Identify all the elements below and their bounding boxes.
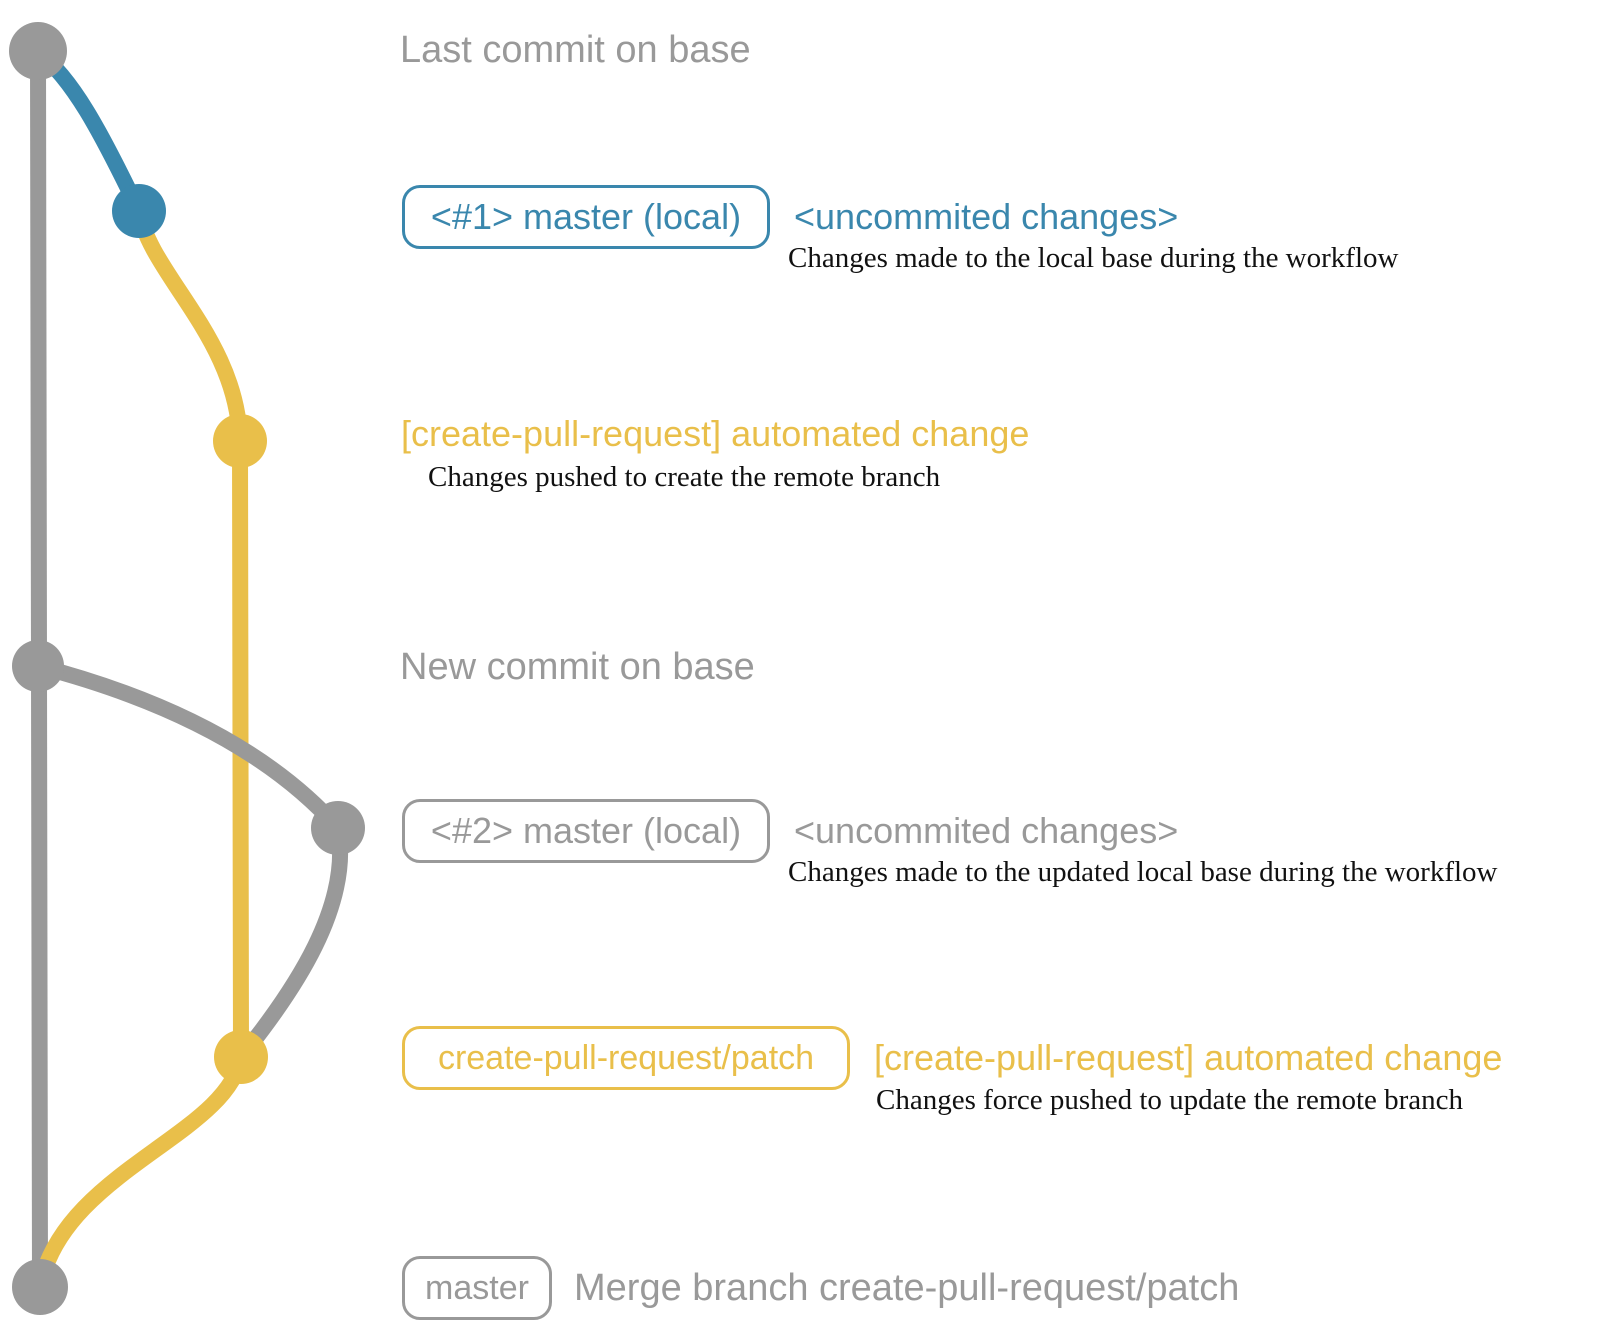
- branch-badge-label: master: [425, 1268, 529, 1307]
- local-2-to-patch-curve: [233, 820, 349, 1065]
- patch-branch-curve-up: [131, 203, 248, 453]
- row-merge: master Merge branch create-pull-request/…: [402, 1256, 1239, 1320]
- branch-badge-master-local-2: <#2> master (local): [402, 799, 770, 863]
- local-branch-2-curve: [30, 658, 346, 836]
- commit-dot-patch-2: [214, 1030, 268, 1084]
- commit-dot-merge: [12, 1259, 68, 1315]
- commit-dot-local-1: [112, 184, 166, 238]
- row-local-2: <#2> master (local) <uncommited changes>: [402, 799, 1178, 863]
- label-last-commit-on-base: Last commit on base: [400, 29, 751, 71]
- commit-dot-new-base: [12, 640, 64, 692]
- branch-badge-master-local-1: <#1> master (local): [402, 185, 770, 249]
- commit-dot-last-base: [9, 22, 67, 80]
- branch-badge-master: master: [402, 1256, 552, 1320]
- local-branch-1-curve: [30, 44, 147, 219]
- commit-dot-patch-1: [213, 414, 267, 468]
- branch-badge-label: create-pull-request/patch: [437, 1038, 815, 1077]
- commit-message-patch-2: [create-pull-request] automated change: [874, 1037, 1503, 1078]
- commit-message-local-1: <uncommited changes>: [794, 196, 1179, 237]
- patch-merge-curve: [32, 1049, 249, 1295]
- annotation-local-2: Changes made to the updated local base d…: [788, 856, 1498, 888]
- commit-dot-local-2: [311, 801, 365, 855]
- label-new-commit-on-base: New commit on base: [400, 646, 755, 688]
- row-patch-2: create-pull-request/patch [create-pull-r…: [402, 1026, 1502, 1090]
- commit-message-patch-1: [create-pull-request] automated change: [401, 413, 1030, 454]
- row-local-1: <#1> master (local) <uncommited changes>: [402, 185, 1178, 249]
- branch-badge-patch: create-pull-request/patch: [402, 1026, 850, 1090]
- annotation-patch-1: Changes pushed to create the remote bran…: [428, 461, 941, 493]
- annotation-patch-2: Changes force pushed to update the remot…: [876, 1084, 1464, 1116]
- commit-message-merge: Merge branch create-pull-request/patch: [574, 1266, 1240, 1309]
- branch-badge-label: <#1> master (local): [430, 196, 742, 237]
- annotation-local-1: Changes made to the local base during th…: [788, 242, 1399, 274]
- branch-badge-label: <#2> master (local): [430, 810, 742, 851]
- commit-message-local-2: <uncommited changes>: [794, 810, 1179, 851]
